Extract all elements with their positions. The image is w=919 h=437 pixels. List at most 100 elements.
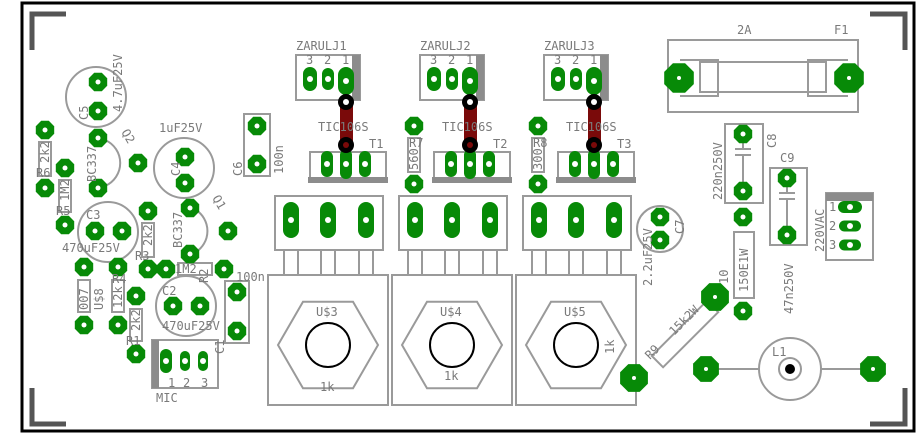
- pot-pad: [444, 202, 460, 238]
- pad-hole: [572, 161, 578, 167]
- pad: [404, 174, 424, 194]
- zarulj-pad-3: [303, 67, 317, 91]
- zarulj-pad-1: [586, 67, 602, 95]
- c8-label: C8: [765, 134, 779, 148]
- pad: [138, 259, 158, 279]
- r10-label: 10: [717, 270, 731, 284]
- pad: [156, 259, 176, 279]
- pot-pad: [283, 202, 299, 238]
- pad: [85, 221, 105, 241]
- pin-number: 3: [306, 53, 313, 67]
- pad: [35, 178, 55, 198]
- pad-hole: [467, 161, 473, 167]
- c5-label: C5: [77, 106, 91, 120]
- pad-hole: [784, 232, 790, 238]
- r1-value: 2k2: [129, 309, 143, 331]
- pad: [138, 201, 158, 221]
- pad-hole: [448, 161, 454, 167]
- pad: [74, 257, 94, 277]
- channel-groups: [267, 54, 637, 406]
- pad-hole: [411, 181, 417, 187]
- pad-hole: [119, 228, 125, 234]
- pad: [108, 257, 128, 277]
- pad: [247, 116, 267, 136]
- r8-body: [531, 137, 545, 173]
- r7-label: R7: [409, 136, 423, 150]
- r7-value: 560: [407, 148, 421, 170]
- pot-leg: [444, 249, 460, 276]
- fuse-body: [699, 61, 827, 93]
- c7-label: C7: [673, 220, 687, 234]
- pad-hole: [115, 264, 121, 270]
- pad: [528, 116, 548, 136]
- pad-hole: [182, 154, 188, 160]
- c6-label: C6: [231, 162, 245, 176]
- c1-value: 100n: [236, 270, 265, 284]
- pad-hole: [555, 76, 561, 82]
- pad: [88, 101, 108, 121]
- pad-hole: [362, 161, 368, 167]
- pad-hole: [187, 205, 193, 211]
- r5-label: R5: [56, 204, 70, 218]
- pad: [733, 124, 753, 144]
- pad: [180, 198, 200, 218]
- pad: [74, 315, 94, 335]
- via: [462, 137, 478, 153]
- pad-hole: [42, 127, 48, 133]
- zarulj-pad-1: [338, 67, 354, 95]
- f1-label: F1: [834, 23, 848, 37]
- pot-pad: [482, 202, 498, 238]
- via: [586, 137, 602, 153]
- pad: [733, 207, 753, 227]
- pads: [35, 63, 886, 392]
- pad-hole: [225, 228, 231, 234]
- u8-body: [77, 279, 91, 313]
- pad-hole: [591, 161, 597, 167]
- pad-hole: [62, 222, 68, 228]
- t1-type: TIC106S: [318, 120, 369, 134]
- ac-connector-bar: [826, 193, 873, 201]
- pad-hole: [234, 328, 240, 334]
- r6-value: 2k2: [38, 141, 52, 163]
- thyristor-pad: [483, 151, 495, 177]
- r5-body: [58, 179, 72, 213]
- zarulj-pad-1: [462, 67, 478, 95]
- q2-outline: [104, 139, 122, 187]
- pad-hole: [200, 358, 206, 364]
- zarulj-pad-3: [551, 67, 565, 91]
- via-hole: [467, 99, 473, 105]
- pad: [190, 296, 210, 316]
- c7-outline: [636, 205, 684, 253]
- q2-type: BC337: [85, 146, 99, 182]
- pad-hole: [163, 266, 169, 272]
- fuse-clips: [680, 59, 848, 97]
- r1-body: [129, 308, 143, 342]
- pot-pad: [407, 202, 423, 238]
- pad-hole: [467, 78, 473, 84]
- r3-body: [141, 222, 155, 258]
- pin-number: 2: [448, 53, 455, 67]
- via: [462, 94, 478, 110]
- u5-value: 1k: [603, 339, 617, 354]
- via: [586, 94, 602, 110]
- q1-type: BC337: [171, 212, 185, 248]
- c5-value: 4.7uF25V: [111, 54, 125, 112]
- pad-hole: [182, 358, 188, 364]
- pot-nut: [400, 300, 504, 390]
- pad: [650, 230, 670, 250]
- pad-hole: [610, 161, 616, 167]
- c1-label: C1: [213, 340, 227, 354]
- pad: [218, 221, 238, 241]
- pad-hole: [343, 78, 349, 84]
- r1-label: R1: [126, 334, 140, 348]
- pot-nut: [524, 300, 628, 390]
- pot-leg: [531, 249, 547, 276]
- c6-value: 100n: [272, 145, 286, 174]
- fuse-holder: [667, 39, 859, 113]
- thyristor-pad: [340, 149, 352, 179]
- pot-nut: [276, 300, 380, 390]
- pad: [733, 301, 753, 321]
- pad-hole: [187, 251, 193, 257]
- thyristor-pad: [321, 151, 333, 177]
